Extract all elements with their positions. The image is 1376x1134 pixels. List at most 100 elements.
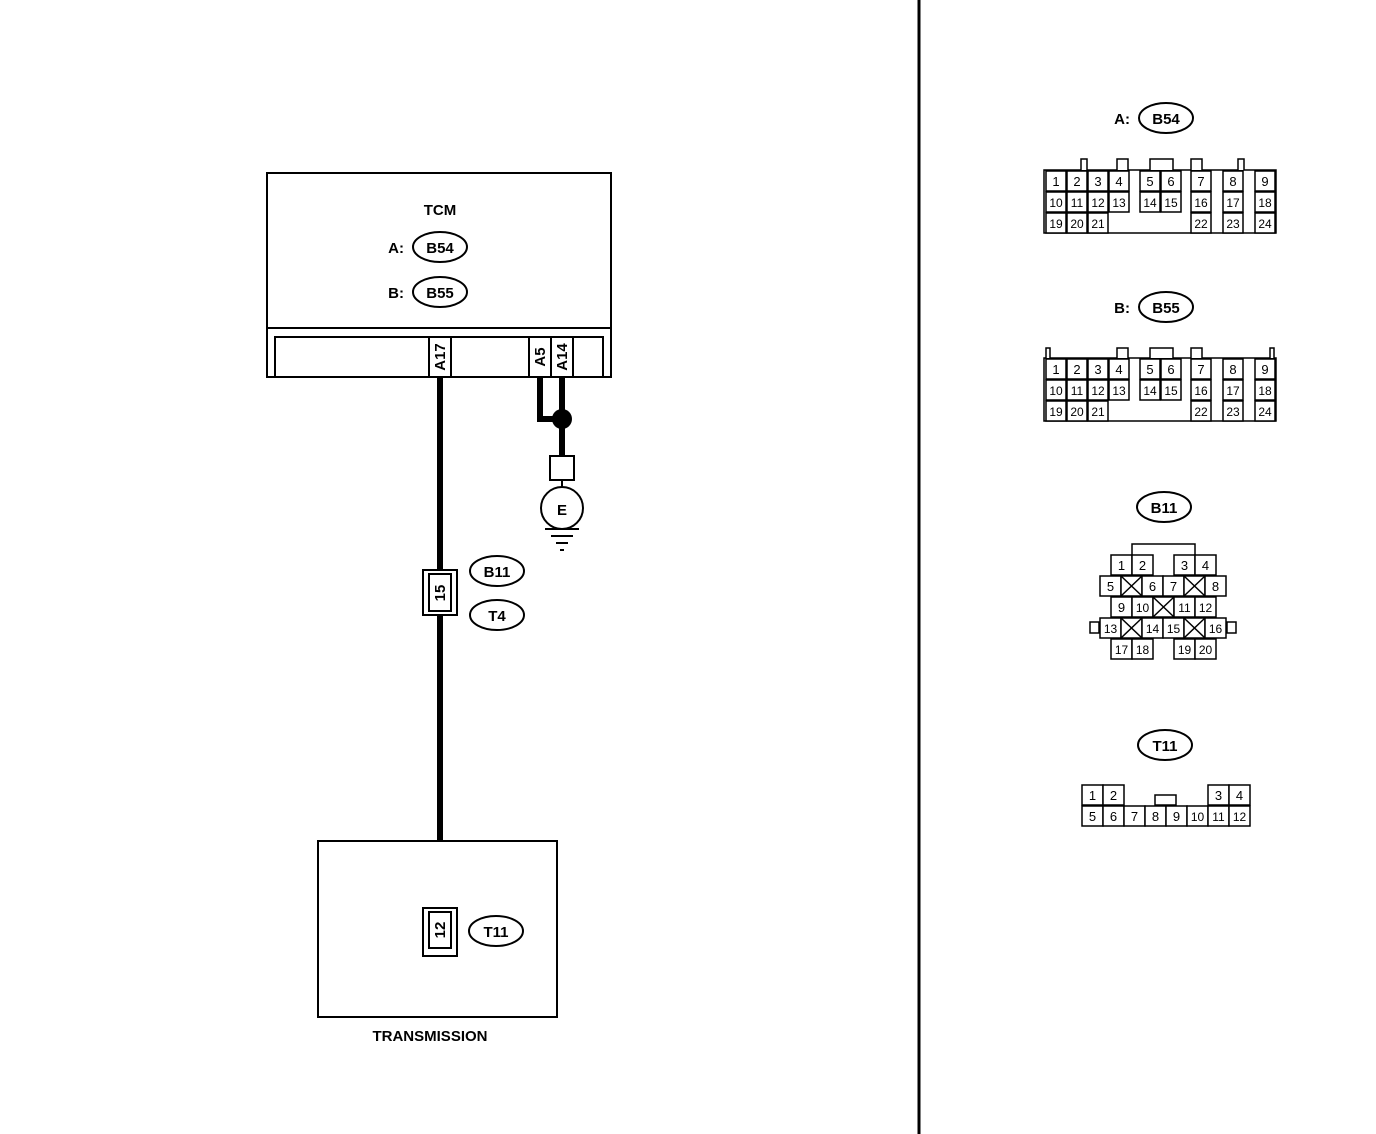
pin-number: 15 <box>1164 384 1178 398</box>
connector-cavity: 6 <box>1160 358 1182 380</box>
pin-number: 11 <box>1071 384 1084 398</box>
joint-connector-b11-id: B11 <box>484 564 511 581</box>
connector-cavity: 2 <box>1066 358 1088 380</box>
pin-number: 7 <box>1197 362 1204 377</box>
connector-cavity: 1 <box>1110 554 1133 576</box>
pin-number: 9 <box>1261 174 1268 189</box>
connector-cavity: 11 <box>1066 379 1088 401</box>
connector-cavity: 19 <box>1045 400 1067 422</box>
pin-number: 23 <box>1226 217 1240 231</box>
pin-number: 5 <box>1107 579 1114 594</box>
tcm-connector-a-id: B54 <box>426 240 454 257</box>
connector-cavity: 14 <box>1139 379 1161 401</box>
pin-number: 8 <box>1212 579 1219 594</box>
transmission-connector-id: T11 <box>483 924 508 941</box>
connector-cavity: 17 <box>1222 191 1244 213</box>
connector-cavity: 4 <box>1108 358 1130 380</box>
connector-cavity: 14 <box>1141 617 1164 639</box>
tcm-connector-b-oval <box>412 276 468 308</box>
pin-number: 4 <box>1202 558 1209 573</box>
connector-cavity: 12 <box>1194 596 1217 618</box>
connector-cavity: 10 <box>1045 379 1067 401</box>
pin-number: 5 <box>1146 362 1153 377</box>
connector-cavity: 3 <box>1207 784 1230 806</box>
terminal-a14-label: A14 <box>554 343 571 371</box>
connector-cavity: 13 <box>1108 379 1130 401</box>
pin-number: 11 <box>1178 601 1191 615</box>
connector-cavity: 4 <box>1228 784 1251 806</box>
pin-number: 1 <box>1052 362 1059 377</box>
connector-cavity: 2 <box>1131 554 1154 576</box>
tcm-connector-a-prefix: A: <box>388 240 404 257</box>
pin-number: 13 <box>1112 196 1126 210</box>
connector-cavity: 11 <box>1173 596 1196 618</box>
connector-cavity: 7 <box>1190 358 1212 380</box>
pin-number: 7 <box>1131 809 1138 824</box>
pin-number: 9 <box>1261 362 1268 377</box>
connector-cavity: 5 <box>1139 358 1161 380</box>
pin-number: 24 <box>1258 405 1272 419</box>
connector-cavity: 1 <box>1081 784 1104 806</box>
connector-cavity: 6 <box>1160 170 1182 192</box>
connector-cavity: 24 <box>1254 212 1276 234</box>
connector-cavity: 15 <box>1160 191 1182 213</box>
pin-number: 12 <box>1233 810 1247 824</box>
pin-number: 3 <box>1181 558 1188 573</box>
connector-cavity: 8 <box>1222 170 1244 192</box>
pin-number: 14 <box>1143 196 1157 210</box>
transmission-pin-label: 12 <box>432 922 449 939</box>
pin-number: 21 <box>1091 217 1105 231</box>
connector-cavity: 10 <box>1186 805 1209 827</box>
connector-cavity: 9 <box>1110 596 1133 618</box>
joint-connector-t4-id: T4 <box>488 608 506 625</box>
pin-number: 11 <box>1071 196 1084 210</box>
connector-cavity: 5 <box>1081 805 1104 827</box>
pin-number: 12 <box>1091 384 1105 398</box>
connector-cavity: 12 <box>1087 191 1109 213</box>
connector-cavity: 3 <box>1173 554 1196 576</box>
connector-cavity: 20 <box>1066 212 1088 234</box>
pin-number: 6 <box>1167 174 1174 189</box>
pin-number: 3 <box>1215 788 1222 803</box>
connector-cavity: 9 <box>1254 170 1276 192</box>
connector-cavity: 11 <box>1207 805 1230 827</box>
connector-cavity: 22 <box>1190 400 1212 422</box>
connector-cavity: 13 <box>1108 191 1130 213</box>
pin-number: 15 <box>1167 622 1181 636</box>
connector-cavity: 6 <box>1141 575 1164 597</box>
connector-cavity: 18 <box>1131 638 1154 660</box>
connector-cavity: 1 <box>1045 358 1067 380</box>
ground-terminal <box>549 455 575 481</box>
wires <box>437 377 565 910</box>
pin-number: 17 <box>1226 196 1240 210</box>
tcm-connector-b-id: B55 <box>426 285 454 302</box>
connector-cavity: 23 <box>1222 212 1244 234</box>
connector-cavity: 4 <box>1194 554 1217 576</box>
pin-number: 7 <box>1197 174 1204 189</box>
joint-connector-t4-oval <box>469 599 525 631</box>
joint-connector-b11-oval <box>469 555 525 587</box>
splice-point <box>552 409 572 429</box>
blocked-cavity <box>1152 596 1175 618</box>
connector-b11-oval <box>1136 491 1192 523</box>
ground-point: E <box>540 455 584 551</box>
connector-cavity: 9 <box>1165 805 1188 827</box>
pin-number: 4 <box>1115 362 1122 377</box>
connector-cavity: 20 <box>1066 400 1088 422</box>
connector-cavity: 23 <box>1222 400 1244 422</box>
connector-cavity: 24 <box>1254 400 1276 422</box>
pin-number: 17 <box>1226 384 1240 398</box>
connector-cavity: 19 <box>1045 212 1067 234</box>
pin-number: 18 <box>1258 384 1272 398</box>
pin-number: 13 <box>1112 384 1126 398</box>
connector-cavity: 16 <box>1204 617 1227 639</box>
pin-number: 1 <box>1052 174 1059 189</box>
connector-b54-id: B54 <box>1152 111 1180 128</box>
connector-cavity: 7 <box>1190 170 1212 192</box>
connector-cavity: 5 <box>1139 170 1161 192</box>
pin-number: 1 <box>1118 558 1125 573</box>
connector-cavity: 8 <box>1204 575 1227 597</box>
pin-number: 20 <box>1070 405 1084 419</box>
